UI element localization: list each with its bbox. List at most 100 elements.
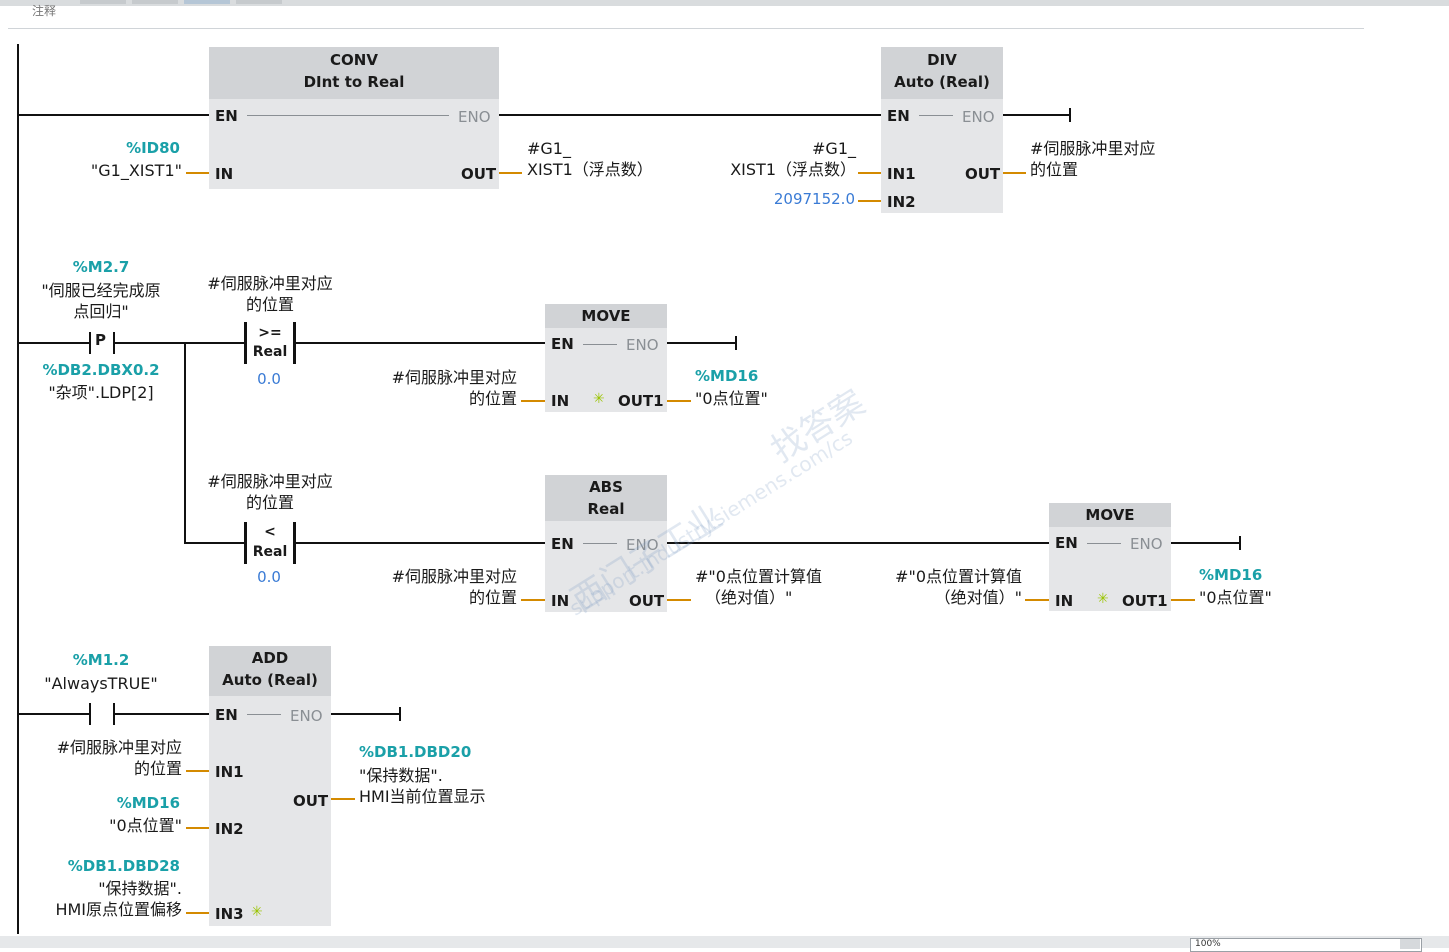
operand-symbol[interactable]: "杂项".LDP[2] (48, 383, 154, 402)
operand-symbol[interactable]: "0点位置" (695, 389, 768, 408)
operand-symbol[interactable]: "AlwaysTRUE" (44, 674, 158, 693)
out-pin[interactable]: OUT (461, 165, 497, 183)
abs-type[interactable]: Real (587, 500, 625, 518)
add-output-icon[interactable]: ✳ (1097, 591, 1109, 607)
toolbar-tab[interactable] (236, 0, 282, 4)
en-eno-line (583, 344, 617, 345)
div-type[interactable]: Auto (Real) (894, 73, 990, 91)
eno-pin[interactable]: ENO (458, 108, 491, 126)
operand-symbol[interactable]: #伺服脉冲里对应 (1030, 139, 1156, 158)
operand-symbol[interactable]: #"0点位置计算值 (695, 567, 822, 586)
operand-symbol[interactable]: 的位置 (468, 588, 517, 607)
compare-operator[interactable]: < (264, 524, 276, 540)
operand-symbol[interactable]: 的位置 (133, 759, 182, 778)
operand-symbol[interactable]: #伺服脉冲里对应 (207, 472, 333, 491)
abs-block[interactable]: ABS Real EN ENO IN OUT (545, 475, 667, 612)
add-input-icon[interactable]: ✳ (251, 904, 263, 920)
constant-value[interactable]: 0.0 (257, 568, 281, 586)
toolbar-tab[interactable] (80, 0, 126, 4)
operand-symbol[interactable]: XIST1（浮点数） (527, 160, 653, 179)
rung-wire (667, 542, 1049, 544)
eno-pin[interactable]: ENO (626, 536, 659, 554)
operand-symbol[interactable]: HMI原点位置偏移 (55, 900, 182, 919)
operand-address[interactable]: %M1.2 (72, 651, 130, 669)
operand-address[interactable]: %DB1.DBD20 (359, 743, 472, 761)
operand-symbol[interactable]: "保持数据". (98, 879, 182, 898)
add-type[interactable]: Auto (Real) (222, 671, 318, 689)
out1-pin[interactable]: OUT1 (1122, 592, 1168, 610)
operand-symbol[interactable]: 点回归" (73, 302, 129, 321)
in1-pin[interactable]: IN1 (887, 165, 916, 183)
eno-pin[interactable]: ENO (290, 707, 323, 725)
operand-symbol[interactable]: #伺服脉冲里对应 (391, 368, 517, 387)
toolbar-tab-active[interactable] (184, 0, 230, 4)
operand-symbol[interactable]: "保持数据". (359, 766, 443, 785)
out-pin[interactable]: OUT (629, 592, 665, 610)
en-pin[interactable]: EN (1055, 534, 1078, 552)
conv-to-type[interactable]: Real (367, 73, 405, 91)
constant-value[interactable]: 0.0 (257, 370, 281, 388)
move-block[interactable]: MOVE EN ENO IN ✳ OUT1 (1049, 503, 1171, 611)
en-pin[interactable]: EN (215, 107, 238, 125)
operand-symbol[interactable]: 的位置 (245, 295, 294, 314)
out-pin[interactable]: OUT (965, 165, 1001, 183)
zoom-dropdown-button[interactable] (1400, 939, 1420, 949)
div-block[interactable]: DIV Auto (Real) EN ENO IN1 OUT IN2 (881, 47, 1003, 213)
in-pin[interactable]: IN (1055, 592, 1074, 610)
en-pin[interactable]: EN (215, 706, 238, 724)
operand-address[interactable]: %MD16 (116, 794, 180, 812)
operand-symbol[interactable]: #G1_ (527, 139, 571, 158)
add-block[interactable]: ADD Auto (Real) EN ENO IN1 OUT IN2 IN3 ✳ (209, 646, 331, 926)
operand-address[interactable]: %DB2.DBX0.2 (42, 361, 160, 379)
operand-symbol[interactable]: 的位置 (245, 493, 294, 512)
compare-operator[interactable]: >= (258, 325, 282, 341)
compare-type[interactable]: Real (252, 544, 288, 560)
eno-pin[interactable]: ENO (626, 336, 659, 354)
constant-value[interactable]: 2097152.0 (773, 190, 855, 208)
en-pin[interactable]: EN (551, 535, 574, 553)
input-wire (186, 770, 209, 772)
in2-pin[interactable]: IN2 (887, 193, 916, 211)
add-output-icon[interactable]: ✳ (593, 391, 605, 407)
en-pin[interactable]: EN (551, 335, 574, 353)
eno-pin[interactable]: ENO (1130, 535, 1163, 553)
operand-symbol[interactable]: #G1_ (812, 139, 856, 158)
operand-address[interactable]: %ID80 (126, 139, 180, 157)
operand-symbol[interactable]: 的位置 (1030, 160, 1079, 179)
operand-symbol[interactable]: #伺服脉冲里对应 (207, 274, 333, 293)
operand-symbol[interactable]: XIST1（浮点数） (730, 160, 856, 179)
in2-pin[interactable]: IN2 (215, 820, 244, 838)
operand-symbol[interactable]: #伺服脉冲里对应 (391, 567, 517, 586)
operand-address[interactable]: %M2.7 (72, 258, 130, 276)
operand-address[interactable]: %MD16 (1199, 566, 1263, 584)
zoom-select[interactable]: 100% (1190, 938, 1422, 952)
in-pin[interactable]: IN (215, 165, 234, 183)
network-comment-label[interactable]: 注释 (32, 4, 57, 18)
out1-pin[interactable]: OUT1 (618, 392, 664, 410)
operand-address[interactable]: %MD16 (695, 367, 759, 385)
operand-symbol[interactable]: （绝对值）" (705, 588, 793, 607)
conv-block[interactable]: CONV DInt to Real EN ENO IN OUT (209, 47, 499, 189)
in-pin[interactable]: IN (551, 392, 570, 410)
operand-symbol[interactable]: "0点位置" (109, 816, 182, 835)
eno-pin[interactable]: ENO (962, 108, 995, 126)
operand-symbol[interactable]: #"0点位置计算值 (895, 567, 1022, 586)
operand-symbol[interactable]: "0点位置" (1199, 588, 1272, 607)
move-block[interactable]: MOVE EN ENO IN ✳ OUT1 (545, 304, 667, 412)
p-edge-contact[interactable]: P (95, 331, 106, 349)
operand-symbol[interactable]: HMI当前位置显示 (359, 787, 486, 806)
in1-pin[interactable]: IN1 (215, 763, 244, 781)
operand-address[interactable]: %DB1.DBD28 (67, 857, 180, 875)
operand-symbol[interactable]: （绝对值）" (934, 588, 1022, 607)
out-pin[interactable]: OUT (293, 792, 329, 810)
operand-symbol[interactable]: "G1_XIST1" (90, 161, 182, 180)
operand-symbol[interactable]: 的位置 (468, 389, 517, 408)
in-pin[interactable]: IN (551, 592, 570, 610)
compare-type[interactable]: Real (252, 344, 288, 360)
operand-symbol[interactable]: "伺服已经完成原 (41, 281, 161, 300)
en-pin[interactable]: EN (887, 107, 910, 125)
operand-symbol[interactable]: #伺服脉冲里对应 (56, 738, 182, 757)
in3-pin[interactable]: IN3 (215, 905, 244, 923)
toolbar-tab[interactable] (132, 0, 178, 4)
conv-from-type[interactable]: DInt (303, 73, 340, 91)
